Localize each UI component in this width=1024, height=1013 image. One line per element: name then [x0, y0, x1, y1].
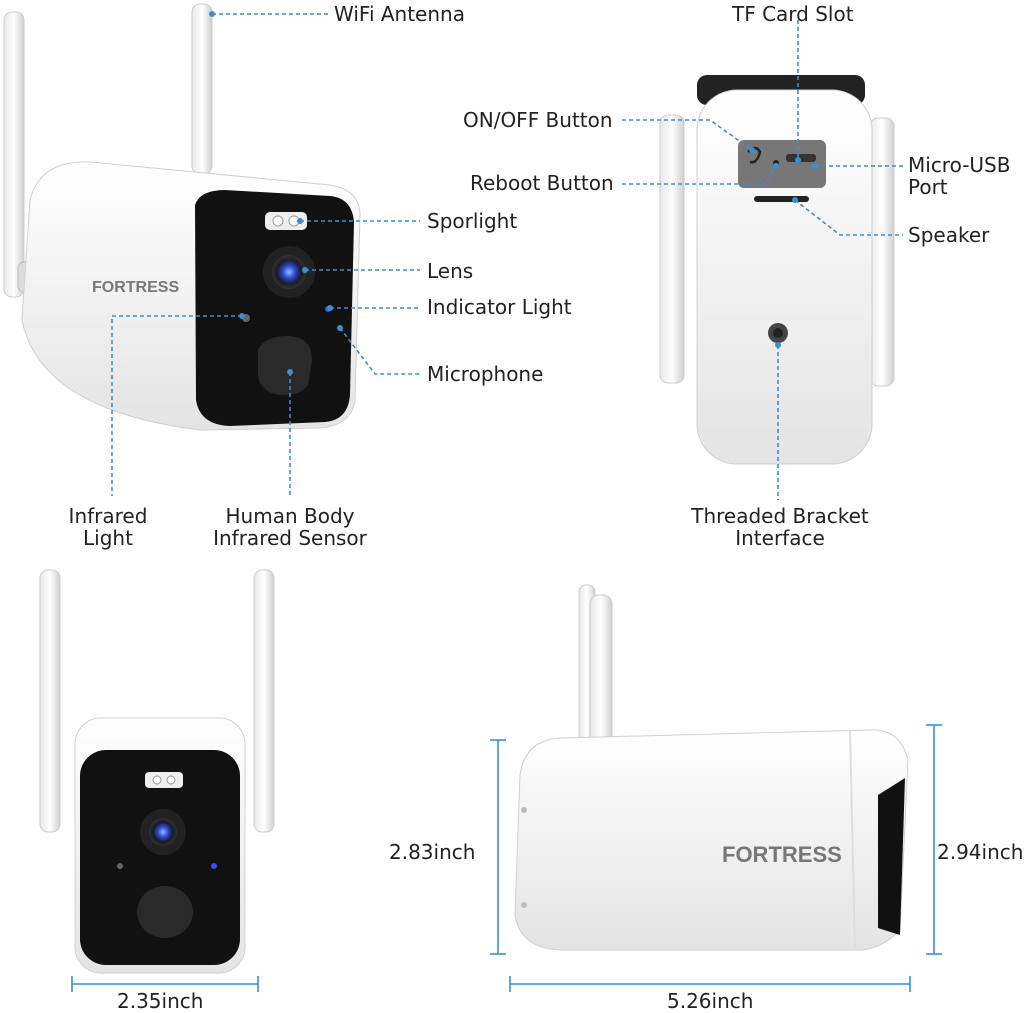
dimension-lines [71, 724, 942, 992]
label-threaded-line2: Interface [735, 526, 825, 550]
label-infrared-light-line1: Infrared [68, 504, 148, 528]
label-lens: Lens [427, 259, 474, 283]
camera-side-view [514, 584, 909, 951]
label-on-off-button: ON/OFF Button [463, 108, 613, 132]
label-human-body-line1: Human Body [225, 504, 355, 528]
label-micro-usb-line2: Port [908, 175, 948, 199]
label-reboot-button: Reboot Button [470, 171, 614, 195]
camera-back-view [659, 75, 895, 465]
label-micro-usb-line1: Micro-USB [908, 153, 1011, 177]
camera-front-view [39, 569, 275, 974]
label-speaker: Speaker [908, 223, 990, 247]
dimension-width-front: 2.35inch [117, 989, 204, 1013]
leader-lines [111, 13, 903, 500]
dimension-height-left: 2.83inch [389, 840, 476, 864]
label-tf-card-slot: TF Card Slot [732, 2, 854, 26]
label-microphone: Microphone [427, 362, 544, 386]
label-threaded-line1: Threaded Bracket [691, 504, 869, 528]
label-indicator-light: Indicator Light [427, 295, 572, 319]
label-infrared-light-line2: Light [83, 526, 133, 550]
label-sporlight: Sporlight [427, 209, 518, 233]
brand-logo-side: FORTRESS [722, 842, 842, 867]
leader-dots [209, 11, 818, 375]
camera-angled-view [3, 3, 361, 431]
label-wifi-antenna: WiFi Antenna [334, 2, 465, 26]
dimension-length-side: 5.26inch [667, 989, 754, 1013]
dimension-height-right: 2.94inch [937, 840, 1024, 864]
brand-logo-angled: FORTRESS [92, 279, 179, 296]
label-human-body-line2: Infrared Sensor [213, 526, 367, 550]
